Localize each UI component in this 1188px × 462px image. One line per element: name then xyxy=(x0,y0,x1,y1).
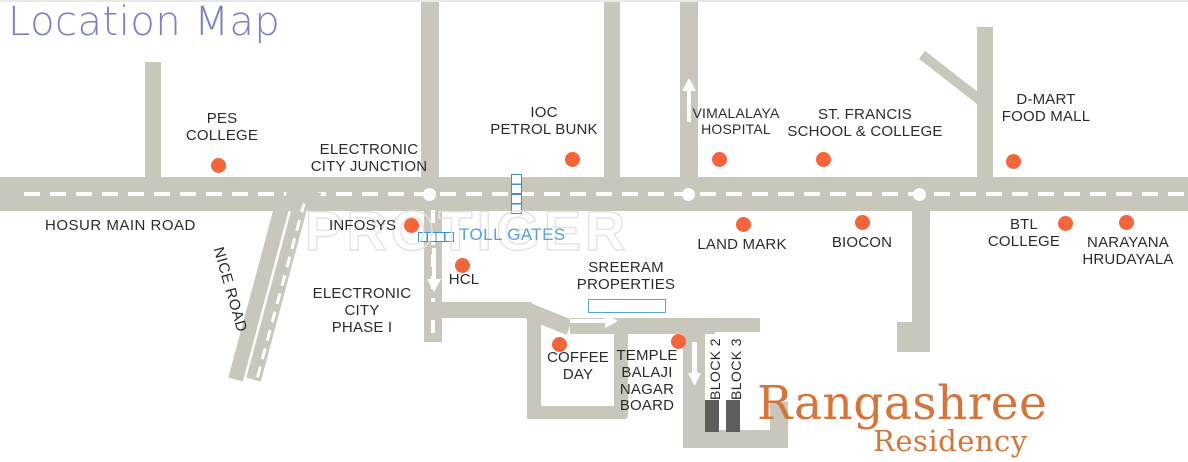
label-nice-road: NICE ROAD xyxy=(209,245,251,335)
label-sreeram-properties: SREERAM PROPERTIES xyxy=(576,259,676,293)
tollgate-icon-junction-road xyxy=(418,232,454,242)
road-hcl-connector xyxy=(424,302,532,318)
junction-dot-vimalalaya xyxy=(682,188,695,201)
sreeram-properties-box xyxy=(588,299,666,313)
arrow-south-block-access xyxy=(688,342,701,386)
marker-d-mart[interactable] xyxy=(1006,154,1021,169)
road-vertical-coffee-day-east xyxy=(614,327,628,417)
road-block-top-stub xyxy=(700,318,760,332)
arrow-east-sreeram xyxy=(570,314,618,328)
brand-name: Rangashree xyxy=(757,376,1048,431)
building-block-3 xyxy=(726,400,740,432)
marker-vimalalaya[interactable] xyxy=(712,152,727,167)
label-electronic-city-junction: ELECTRONIC CITY JUNCTION xyxy=(310,141,428,175)
junction-dot-ec xyxy=(423,188,436,201)
marker-hcl[interactable] xyxy=(455,258,470,273)
road-block-bottom xyxy=(683,430,788,448)
marker-st-francis[interactable] xyxy=(816,152,831,167)
marker-temple-balaji[interactable] xyxy=(671,334,686,349)
marker-biocon[interactable] xyxy=(855,215,870,230)
arrow-south-ec-junction xyxy=(427,248,441,292)
road-vertical-ioc xyxy=(604,2,620,180)
label-narayana-hrudayala: NARAYANA HRUDAYALA xyxy=(1082,234,1174,268)
junction-dot-dmart xyxy=(913,188,926,201)
building-block-2 xyxy=(705,400,719,432)
label-toll-gates: TOLL GATES xyxy=(459,225,566,244)
label-vimalalaya-hospital: VIMALALAYA HOSPITAL xyxy=(692,105,780,137)
road-vertical-coffee-day xyxy=(527,318,541,418)
label-coffee-day: COFFEE DAY xyxy=(546,349,610,383)
label-biocon: BIOCON xyxy=(831,234,893,251)
label-land-mark: LAND MARK xyxy=(697,236,787,253)
label-block-3: BLOCK 3 xyxy=(728,338,744,400)
tollgate-icon-highway xyxy=(511,174,522,214)
label-infosys: INFOSYS xyxy=(329,217,397,234)
marker-infosys[interactable] xyxy=(404,218,419,233)
label-temple-balaji-nagar-board: TEMPLE BALAJI NAGAR BOARD xyxy=(616,347,678,415)
road-coffee-day-bottom xyxy=(527,406,627,419)
label-d-mart-food-mall: D-MART FOOD MALL xyxy=(1001,91,1091,125)
page-title: Location Map xyxy=(8,0,281,45)
road-vertical-pes xyxy=(145,62,161,182)
road-stub-upper-right-block xyxy=(897,322,913,352)
marker-ioc-petrol-bunk[interactable] xyxy=(565,152,580,167)
marker-btl-college[interactable] xyxy=(1058,216,1073,231)
road-block-right-stub xyxy=(770,402,788,448)
label-ioc-petrol-bunk: IOC PETROL BUNK xyxy=(490,104,598,138)
road-hosur-main-horizontal xyxy=(0,177,1188,211)
road-vertical-biocon xyxy=(912,207,930,352)
label-btl-college: BTL COLLEGE xyxy=(987,216,1061,250)
label-pes-college: PES COLLEGE xyxy=(185,110,259,144)
label-st-francis: ST. FRANCIS SCHOOL & COLLEGE xyxy=(787,106,943,140)
label-electronic-city-phase-1: ELECTRONIC CITY PHASE I xyxy=(312,285,412,336)
arrow-north-vimalalaya xyxy=(682,78,696,122)
road-vertical-ec-junction xyxy=(421,2,439,184)
marker-narayana-hrudayala[interactable] xyxy=(1119,215,1134,230)
marker-pes-college[interactable] xyxy=(211,158,226,173)
label-block-2: BLOCK 2 xyxy=(707,338,723,400)
marker-coffee-day[interactable] xyxy=(552,337,567,352)
label-hosur-main-road: HOSUR MAIN ROAD xyxy=(45,217,196,234)
brand-tagline: Residency xyxy=(873,424,1028,458)
label-hcl: HCL xyxy=(448,271,480,288)
marker-land-mark[interactable] xyxy=(736,217,751,232)
